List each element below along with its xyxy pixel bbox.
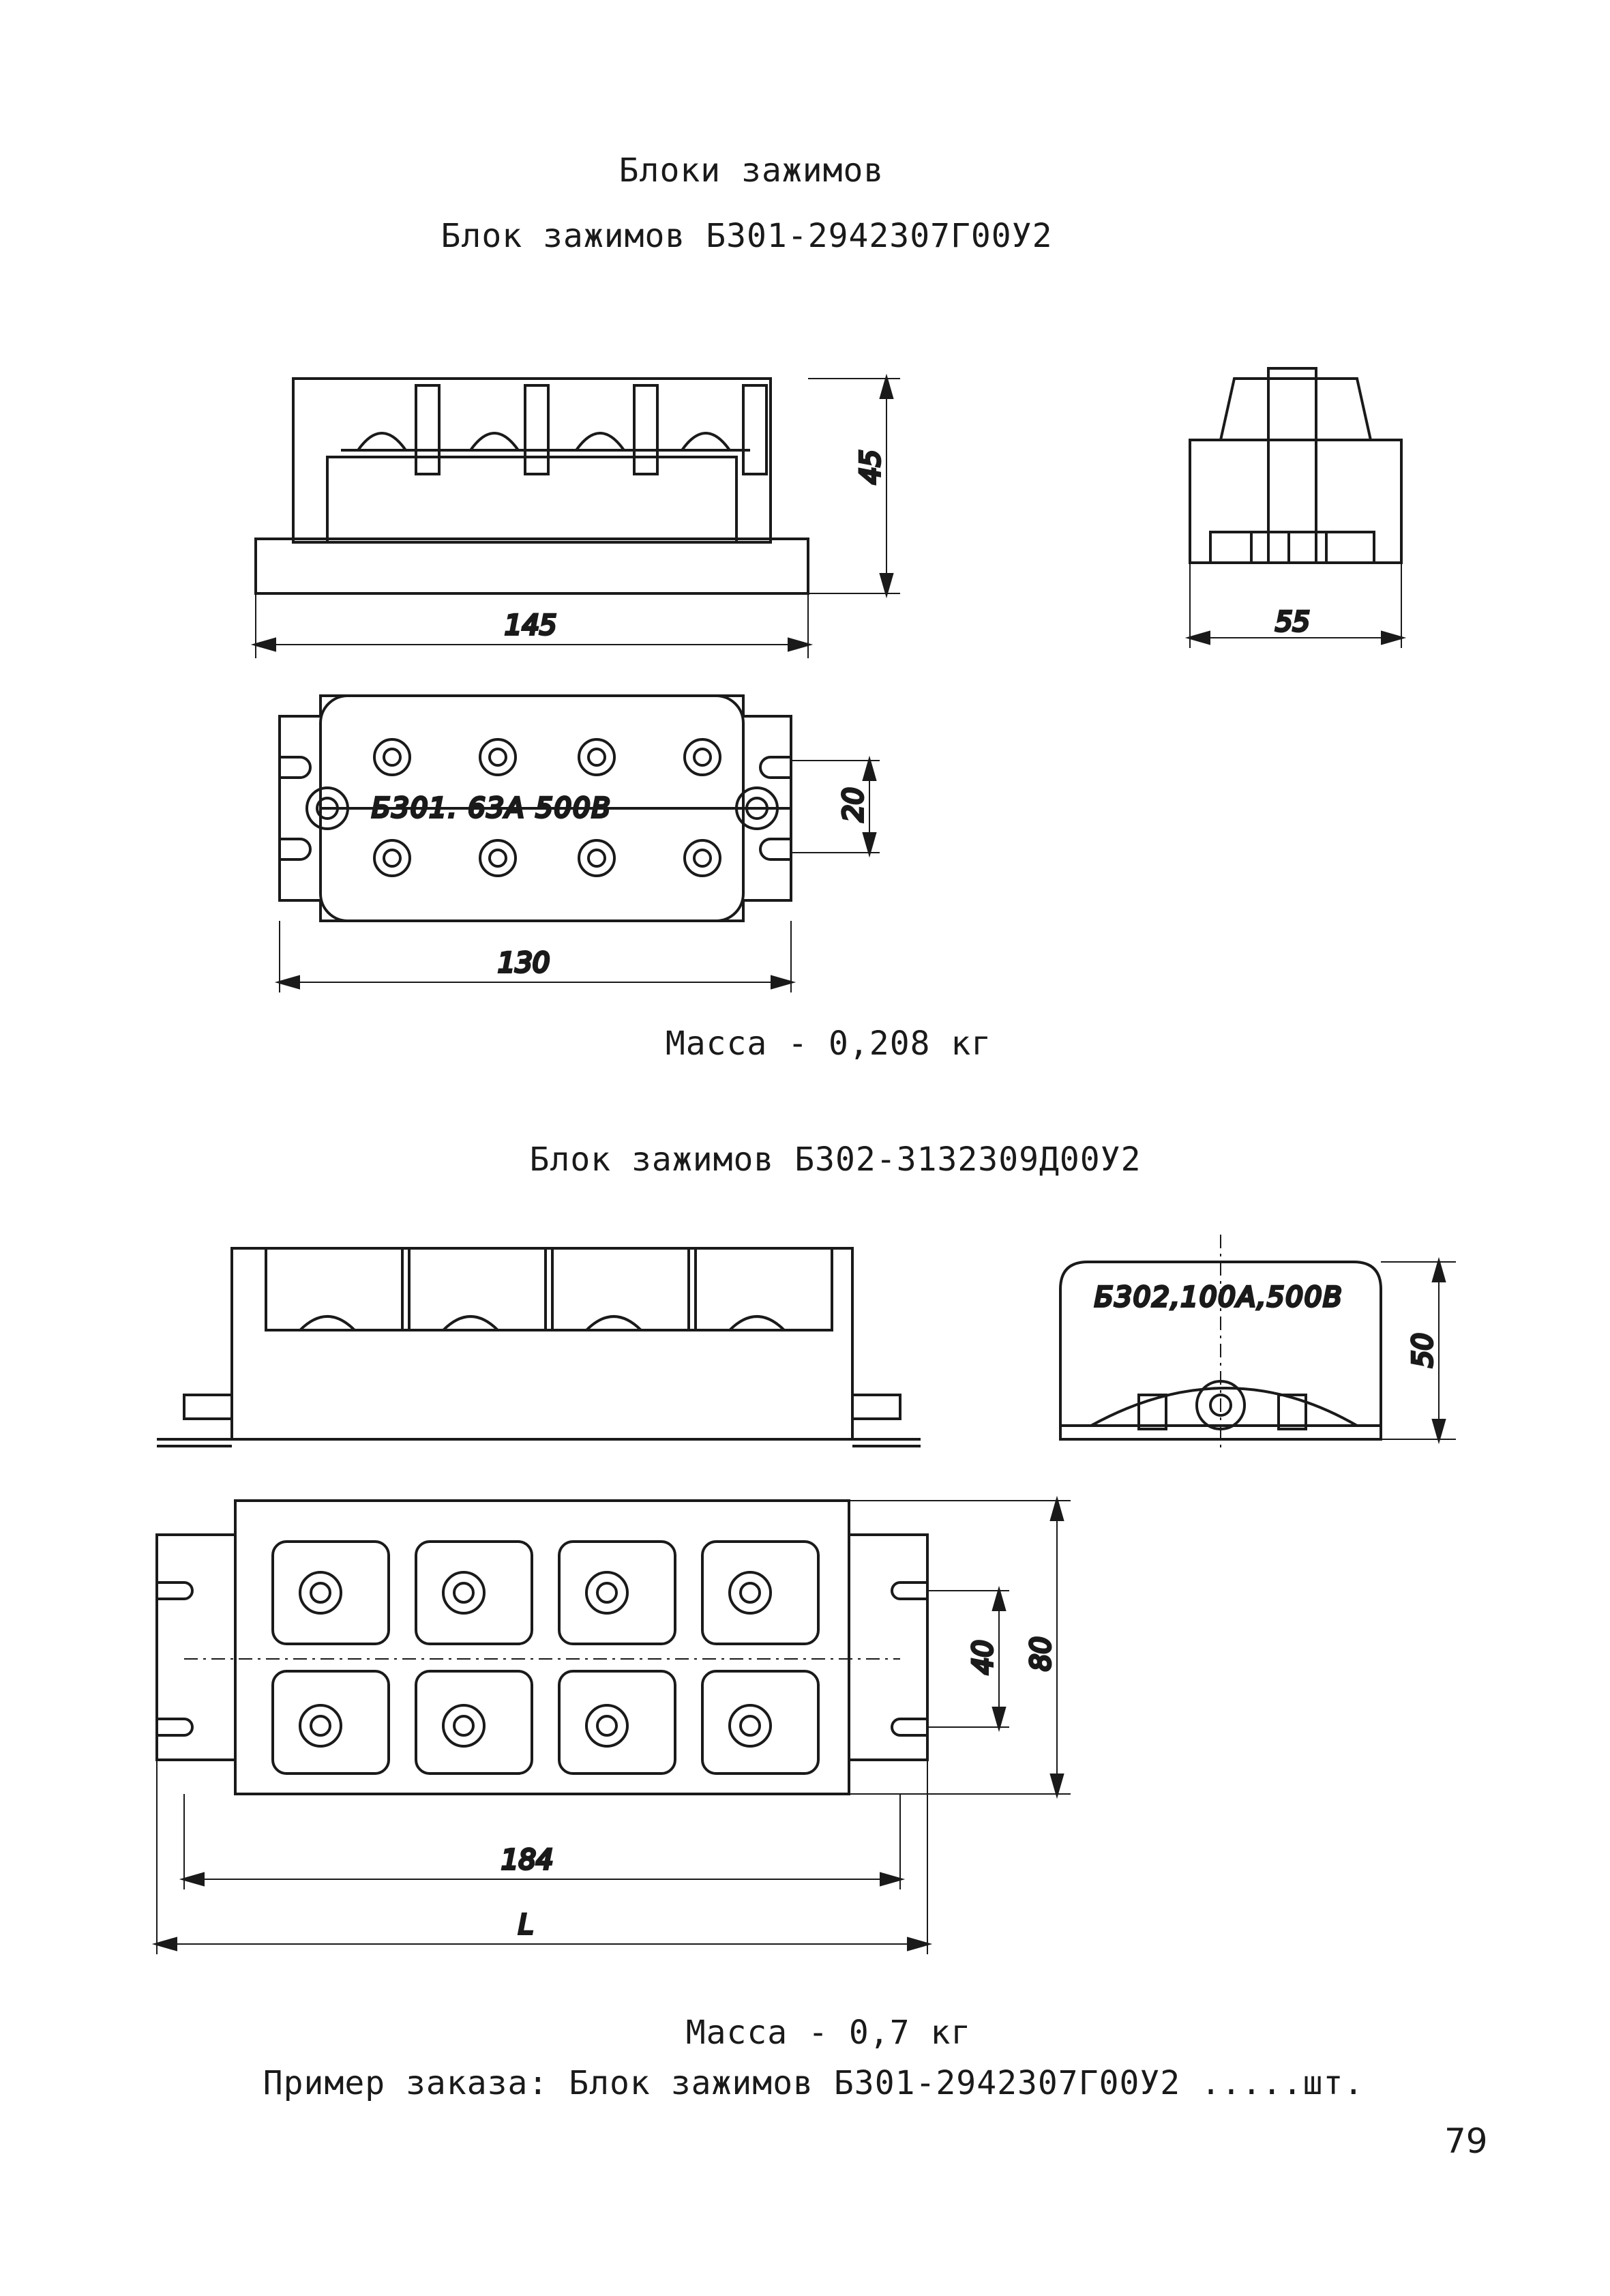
block2-dim-pitch: 40 [968,1640,999,1675]
block1-side-view [1184,367,1407,648]
block2-title: Блок зажимов БЗ02-3132309Д00У2 [529,1140,1142,1179]
block2-front-view [157,1247,921,1447]
block1-dim-pitch: 20 [838,787,869,822]
block2-dim-width: 80 [1026,1636,1057,1671]
block1-marking: Б301. 63А 500В [372,793,612,824]
block2-dim-total: L [518,1909,533,1941]
block2-side-view [1059,1235,1456,1453]
block2-mass: Масса - 0,7 кг [685,2014,972,2052]
block1-drawing: 45 145 55 [250,367,1407,992]
block2-top-view [151,1495,1071,1954]
block1-top-view [274,694,880,992]
page-number: 79 [1444,2121,1488,2161]
block1-front-view [250,373,900,658]
section-title: Блоки зажимов [618,151,884,190]
block2-drawing: Б302,100А,500В 50 [151,1235,1456,1954]
block1-title: Блок зажимов БЗ01-2942307Г00У2 [441,217,1053,255]
block1-dim-mount: 130 [498,947,550,979]
block1-dim-length: 145 [505,610,556,641]
order-example: Пример заказа: Блок зажимов БЗ01-2942307… [263,2064,1365,2102]
block1-dim-width: 55 [1275,606,1310,638]
block1-mass: Масса - 0,208 кг [665,1025,992,1063]
block2-dim-mount: 184 [501,1844,553,1876]
block2-dim-height: 50 [1407,1333,1439,1368]
block2-marking: Б302,100А,500В [1094,1282,1343,1313]
block1-dim-height: 45 [855,450,886,484]
